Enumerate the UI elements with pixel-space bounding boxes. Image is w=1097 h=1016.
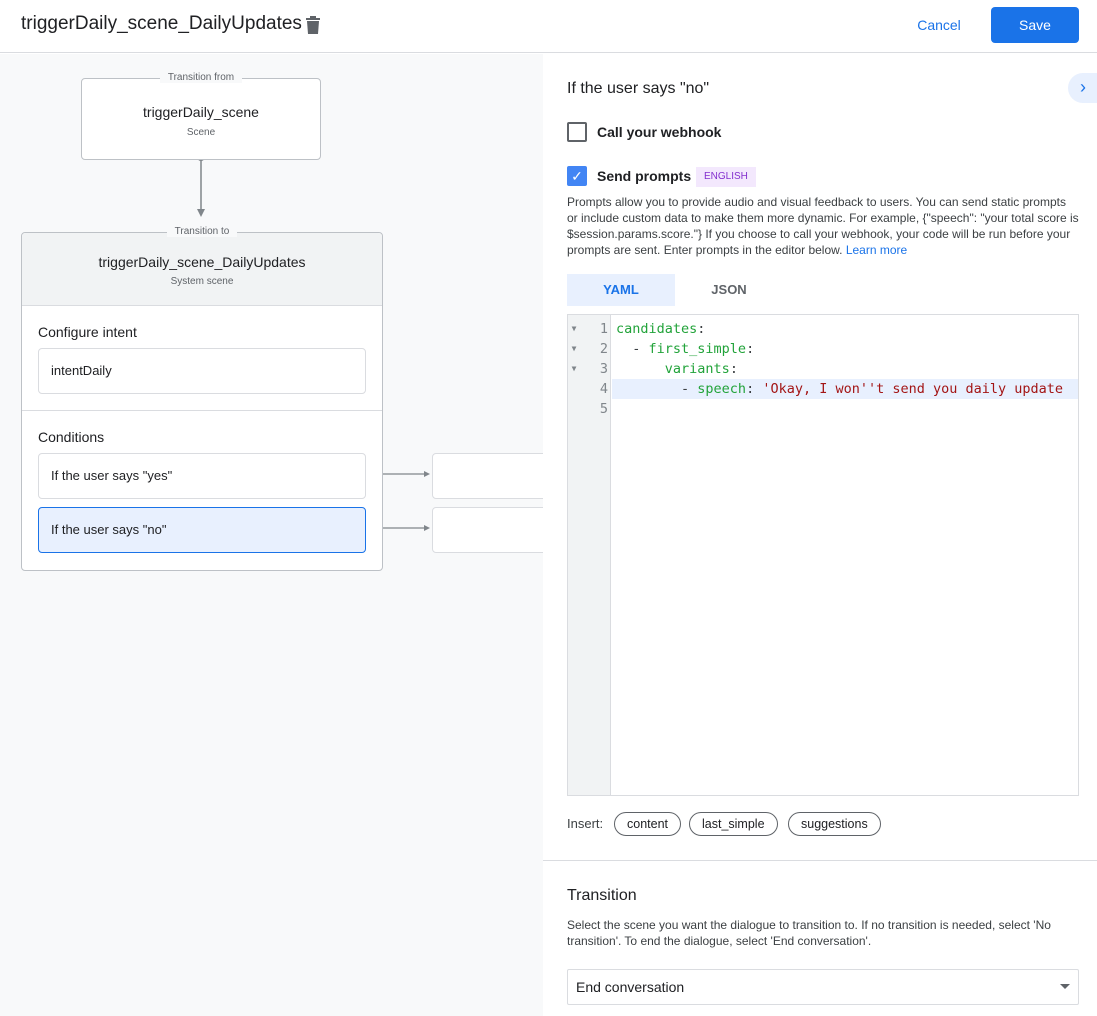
condition-target-node[interactable] bbox=[432, 507, 543, 553]
conditions-heading: Conditions bbox=[38, 429, 105, 445]
node-type: Scene bbox=[186, 127, 216, 138]
code-editor[interactable]: ▼ 1 candidates: ▼ 2 - first_simple: ▼ 3 varian… bbox=[567, 314, 1079, 796]
transition-description: Select the scene you want the dialogue t… bbox=[567, 918, 1051, 948]
fold-arrow-icon[interactable]: ▼ bbox=[571, 324, 577, 333]
panel-heading: If the user says "no" bbox=[567, 80, 710, 97]
insert-chip-suggestions[interactable]: suggestions bbox=[788, 812, 881, 836]
flow-canvas: Transition from triggerDaily_scene Scene… bbox=[0, 54, 543, 1016]
line-number: 3 bbox=[599, 361, 608, 377]
code-line: candidates: bbox=[616, 321, 706, 337]
condition-target-node[interactable] bbox=[432, 453, 543, 499]
transition-heading: Transition bbox=[567, 887, 637, 904]
code-line: variants: bbox=[664, 361, 738, 377]
node-legend: Transition from bbox=[159, 72, 243, 83]
webhook-label: Call your webhook bbox=[597, 124, 722, 140]
detail-panel bbox=[543, 54, 1097, 1016]
code-line: - first_simple: bbox=[616, 341, 755, 357]
intent-field[interactable]: intentDaily bbox=[38, 348, 366, 394]
insert-chip-last-simple[interactable]: last_simple bbox=[689, 812, 778, 836]
insert-chip-content[interactable]: content bbox=[614, 812, 682, 836]
fold-arrow-icon[interactable]: ▼ bbox=[571, 344, 577, 353]
intent-heading: Configure intent bbox=[38, 324, 137, 340]
transition-from-node[interactable]: Transition from triggerDaily_scene Scene bbox=[81, 72, 321, 160]
insert-label: Insert: bbox=[567, 816, 604, 831]
tab-json[interactable]: JSON bbox=[711, 282, 747, 297]
divider bbox=[543, 860, 1097, 861]
transition-select[interactable]: End conversation bbox=[567, 969, 1079, 1005]
transition-to-node: Transition to triggerDaily_scene_DailyUp… bbox=[21, 226, 383, 571]
webhook-checkbox[interactable] bbox=[567, 122, 587, 142]
prompts-checkbox[interactable]: ✓ bbox=[567, 166, 587, 186]
node-legend: Transition to bbox=[166, 226, 238, 237]
transition-select-value: End conversation bbox=[576, 979, 685, 995]
cancel-button[interactable]: Cancel bbox=[905, 8, 973, 42]
line-number: 5 bbox=[599, 401, 608, 417]
save-button[interactable]: Save bbox=[991, 7, 1079, 43]
editor-gutter bbox=[568, 315, 611, 795]
condition-no[interactable]: If the user says "no" bbox=[38, 507, 366, 553]
line-number: 4 bbox=[599, 381, 608, 397]
tab-yaml[interactable]: YAML bbox=[567, 274, 675, 306]
line-number: 1 bbox=[599, 321, 608, 337]
node-name: triggerDaily_scene bbox=[143, 104, 259, 120]
learn-more-link[interactable]: Learn more bbox=[845, 243, 908, 257]
condition-yes[interactable]: If the user says "yes" bbox=[38, 453, 366, 499]
node-name: triggerDaily_scene_DailyUpdates bbox=[98, 254, 306, 270]
language-badge: ENGLISH bbox=[696, 167, 756, 187]
trash-icon[interactable] bbox=[304, 15, 322, 35]
node-type: System scene bbox=[170, 276, 234, 287]
line-number: 2 bbox=[599, 341, 608, 357]
code-line: - speech: 'Okay, I won''t send you daily… bbox=[616, 381, 1064, 397]
header: triggerDaily_scene_DailyUpdates Cancel S… bbox=[0, 0, 1097, 53]
prompts-label: Send prompts bbox=[597, 168, 692, 184]
chevron-right-icon[interactable]: › bbox=[1068, 73, 1097, 103]
prompts-description: Prompts allow you to provide audio and v… bbox=[567, 195, 1079, 257]
page-title: triggerDaily_scene_DailyUpdates bbox=[21, 13, 302, 34]
dropdown-arrow-icon bbox=[1060, 984, 1070, 989]
fold-arrow-icon[interactable]: ▼ bbox=[571, 364, 577, 373]
